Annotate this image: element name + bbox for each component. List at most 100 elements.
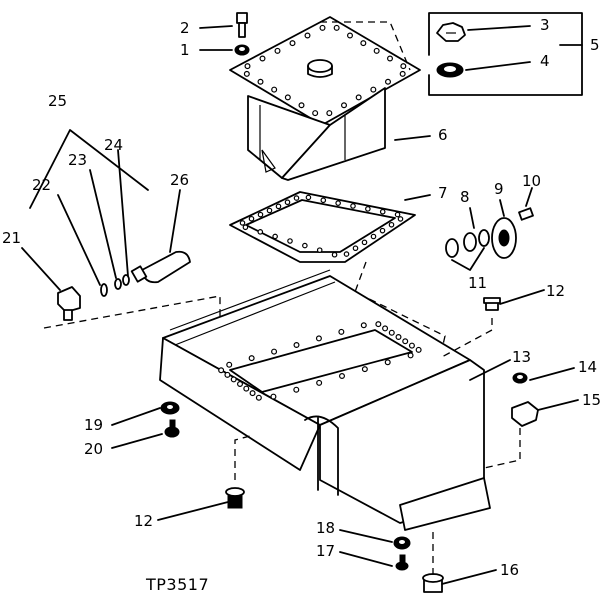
bolt-hole (255, 394, 262, 401)
bolt-part-2 (236, 12, 248, 38)
bolt-hole (257, 78, 264, 85)
callout-10: 10 (522, 172, 541, 190)
bolt-hole (237, 381, 244, 388)
bolt-hole (361, 366, 368, 373)
bolt-hole (284, 199, 291, 206)
callout-25: 25 (48, 92, 67, 110)
bolt-hole (394, 211, 401, 218)
filler-cap-part-3 (436, 22, 466, 42)
washer-part-1 (234, 44, 250, 56)
base-tank-part-13 (159, 269, 491, 531)
callout-9: 9 (494, 180, 504, 198)
bolt-hole (382, 325, 389, 332)
washers-part-22-23-24 (100, 274, 130, 297)
callout-14: 14 (578, 358, 597, 376)
bolt-hole (304, 32, 311, 39)
bolt-hole (355, 94, 362, 101)
filler-cap-assembly-part-5 (320, 12, 583, 96)
bolt-hole (218, 367, 225, 374)
clamp-part-15 (511, 401, 539, 427)
bolt-hole (243, 385, 250, 392)
bolt-hole (271, 348, 278, 355)
bolt-hole (388, 221, 395, 228)
bolt-hole (370, 86, 377, 93)
bolt-hole (242, 224, 249, 231)
bolt-hole (305, 194, 312, 201)
bolt-hole (379, 227, 386, 234)
bolt-hole (360, 40, 367, 47)
leader-lines (21, 25, 583, 585)
flange-part-9 (491, 217, 517, 259)
bolt-hole (331, 251, 338, 258)
bolt-hole (384, 359, 391, 366)
bolt-hole (293, 195, 300, 201)
callout-6: 6 (438, 126, 448, 144)
bolt-hole (266, 207, 273, 214)
bolt-hole (259, 55, 266, 62)
bolt-hole (315, 335, 322, 342)
bolt-hole (397, 216, 404, 222)
bolt-hole (338, 328, 345, 335)
bolt-hole (360, 322, 367, 329)
bolt-hole (239, 220, 246, 226)
callout-labels: 2 1 3 4 5 6 7 8 9 10 11 12 13 14 15 16 1… (2, 16, 601, 579)
bolt-hole (248, 355, 255, 362)
bolt-hole (379, 208, 386, 215)
bolt-hole (320, 197, 327, 204)
bolt-hole (399, 70, 406, 77)
bolt-hole (361, 239, 368, 246)
bolt-hole (257, 211, 264, 218)
o-rings-part-11 (445, 229, 490, 258)
callout-1: 1 (180, 41, 190, 59)
bolt-hole (375, 321, 382, 328)
plug-part-12-lower (225, 487, 245, 509)
bolt-hole (248, 215, 255, 222)
callout-15: 15 (582, 391, 601, 409)
bolt-hole (373, 47, 380, 54)
bolt-hole (298, 102, 305, 109)
bolt-hole (341, 102, 348, 109)
bolt-part-17 (395, 554, 409, 571)
nut-part-14 (512, 372, 528, 384)
callout-17: 17 (316, 542, 335, 560)
callout-16: 16 (500, 561, 519, 579)
callout-5: 5 (590, 36, 600, 54)
bolt-hole (293, 342, 300, 349)
gasket-part-4 (436, 62, 464, 78)
bolt-hole (388, 329, 395, 336)
bolt-hole (226, 361, 233, 368)
sender-part-26 (130, 250, 191, 284)
bolt-hole (370, 233, 377, 240)
bolt-hole (284, 94, 291, 101)
bolt-hole (350, 203, 356, 209)
callout-3: 3 (540, 16, 550, 34)
callout-12-lower: 12 (134, 512, 153, 530)
bolt-hole (339, 373, 346, 380)
callout-19: 20 (84, 440, 103, 458)
screw-part-10 (518, 207, 534, 221)
bolt-hole (249, 390, 256, 397)
bolt-hole (352, 245, 359, 252)
bolt-hole (408, 342, 415, 349)
bolt-hole (230, 376, 237, 383)
bolt-hole (326, 110, 333, 117)
bolt-hole (270, 393, 277, 400)
bolt-hole (387, 55, 394, 62)
gasket-holes (239, 194, 404, 258)
bolt-hole (395, 334, 402, 341)
callout-4: 4 (540, 52, 550, 70)
bolt-hole (287, 238, 293, 244)
plug-part-12-upper (483, 297, 501, 311)
elbow-fitting-part-21 (57, 286, 81, 321)
washer-part-18 (393, 536, 411, 550)
bolt-hole (365, 206, 371, 212)
bolt-hole (293, 386, 300, 393)
bolt-hole (224, 371, 231, 378)
bolt-hole (243, 70, 250, 77)
plug-part-16 (422, 573, 444, 593)
bolt-hole (275, 203, 282, 210)
bolt-hole (402, 338, 409, 345)
bolt-hole (289, 40, 296, 47)
callout-24: 24 (104, 136, 123, 154)
callout-23: 23 (68, 151, 87, 169)
